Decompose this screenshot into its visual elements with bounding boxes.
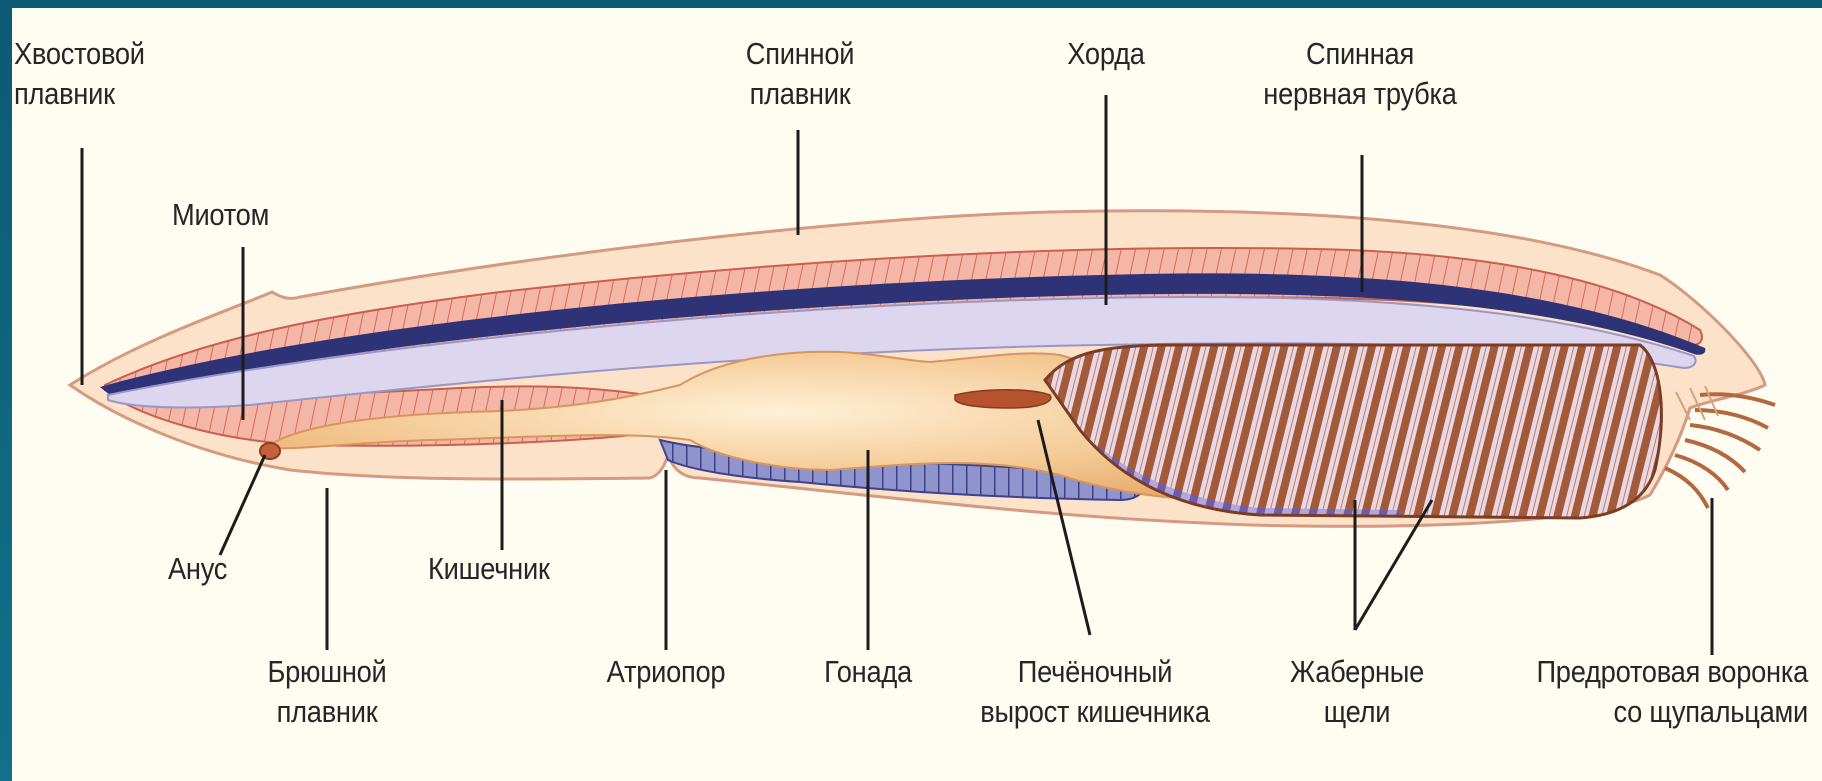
label-ventral-fin: Брюшной плавник — [239, 652, 415, 732]
label-liver-outgrowth: Печёночный вырост кишечника — [972, 652, 1218, 732]
label-myotome: Миотом — [172, 195, 269, 235]
label-anus: Анус — [168, 549, 227, 589]
label-atriopore: Атриопор — [587, 652, 745, 692]
label-gill-slits: Жаберные щели — [1273, 652, 1440, 732]
label-caudal-fin: Хвостовой плавник — [14, 34, 145, 114]
label-dorsal-fin: Спинной плавник — [712, 34, 888, 114]
label-nerve-tube: Спинная нервная трубка — [1246, 34, 1475, 114]
label-notochord: Хорда — [1044, 34, 1167, 74]
label-intestine: Кишечник — [428, 549, 550, 589]
liver-shape — [955, 390, 1051, 408]
label-oral-funnel: Предротовая воронка со щупальцами — [1484, 652, 1808, 732]
label-gonad: Гонада — [798, 652, 939, 692]
